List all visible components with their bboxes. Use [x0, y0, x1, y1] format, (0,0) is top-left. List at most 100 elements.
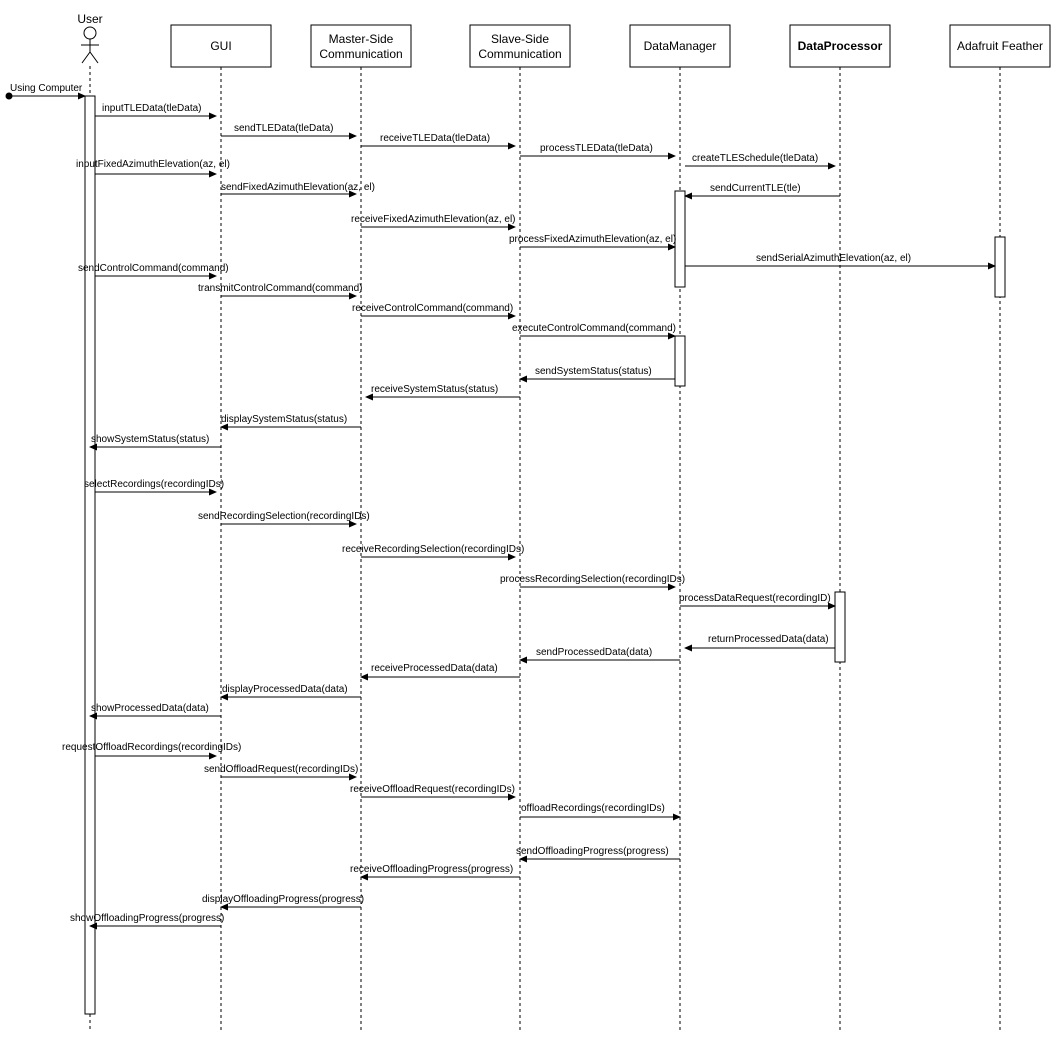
- message-22: sendRecordingSelection(recordingIDs): [198, 511, 370, 528]
- message-18: receiveSystemStatus(status): [365, 384, 520, 401]
- participant-label: Communication: [319, 47, 402, 61]
- message-label: receiveFixedAzimuthElevation(az, el): [351, 214, 516, 225]
- participant-dataprocessor: DataProcessor: [789, 24, 891, 68]
- message-3: sendTLEData(tleData): [221, 123, 357, 140]
- message-label: receiveOffloadingProgress(progress): [350, 864, 513, 875]
- message-11: processFixedAzimuthElevation(az, el): [509, 234, 676, 251]
- message-5: processTLEData(tleData): [520, 143, 676, 160]
- activation-bar-datamanager: [674, 190, 686, 288]
- message-label: sendControlCommand(command): [78, 263, 229, 274]
- message-label: displaySystemStatus(status): [221, 414, 347, 425]
- message-label: inputTLEData(tleData): [102, 103, 202, 114]
- message-4: receiveTLEData(tleData): [361, 133, 516, 150]
- message-label: createTLESchedule(tleData): [692, 153, 818, 164]
- message-34: offloadRecordings(recordingIDs): [520, 803, 681, 821]
- message-label: sendOffloadRequest(recordingIDs): [204, 764, 358, 775]
- message-label: receiveTLEData(tleData): [380, 133, 490, 144]
- participant-label: GUI: [210, 39, 231, 53]
- message-label: sendOffloadingProgress(progress): [516, 846, 669, 857]
- participant-gui: GUI: [170, 24, 272, 68]
- messages: Using Computer inputTLEData(tleData) sendT…: [9, 83, 996, 930]
- message-label: receiveProcessedData(data): [371, 663, 498, 674]
- participant-label: Slave-Side: [491, 32, 549, 46]
- message-29: displayProcessedData(data): [220, 684, 361, 701]
- message-24: processRecordingSelection(recordingIDs): [500, 574, 685, 591]
- message-16: executeControlCommand(command): [512, 323, 676, 340]
- participant-feather: Adafruit Feather: [949, 24, 1051, 68]
- message-21: selectRecordings(recordingIDs): [84, 479, 224, 496]
- message-19: displaySystemStatus(status): [220, 414, 361, 431]
- message-label: displayOffloadingProgress(progress): [202, 894, 364, 905]
- participant-label: DataProcessor: [798, 39, 883, 53]
- message-label: sendSystemStatus(status): [535, 366, 652, 377]
- message-label: showOffloadingProgress(progress): [70, 913, 224, 924]
- message-7: inputFixedAzimuthElevation(az, el): [76, 159, 230, 178]
- message-label: processFixedAzimuthElevation(az, el): [509, 234, 676, 245]
- message-26: returnProcessedData(data): [684, 634, 835, 652]
- message-label: executeControlCommand(command): [512, 323, 676, 334]
- activation-bar-feather: [994, 236, 1006, 298]
- message-label: showSystemStatus(status): [91, 434, 209, 445]
- message-35: sendOffloadingProgress(progress): [516, 846, 680, 863]
- message-27: sendProcessedData(data): [519, 647, 680, 664]
- activation-bar-datamanager: [674, 335, 686, 387]
- message-6: createTLESchedule(tleData): [685, 153, 836, 170]
- message-label: transmitControlCommand(command): [198, 283, 363, 294]
- message-label: displayProcessedData(data): [222, 684, 348, 695]
- participant-label: Adafruit Feather: [957, 39, 1043, 53]
- message-label: selectRecordings(recordingIDs): [84, 479, 224, 490]
- message-28: receiveProcessedData(data): [360, 663, 520, 681]
- participant-label: DataManager: [644, 39, 717, 53]
- message-label: showProcessedData(data): [91, 703, 209, 714]
- actor-label-user: User: [77, 12, 102, 26]
- message-30: showProcessedData(data): [89, 703, 221, 720]
- message-12: sendSerialAzimuthElevation(az, el): [685, 253, 996, 270]
- message-label: receiveRecordingSelection(recordingIDs): [342, 544, 524, 555]
- message-label: sendFixedAzimuthElevation(az, el): [221, 182, 375, 193]
- message-label: sendSerialAzimuthElevation(az, el): [756, 253, 911, 264]
- message-label: inputFixedAzimuthElevation(az, el): [76, 159, 230, 170]
- message-label: requestOffloadRecordings(recordingIDs): [62, 742, 241, 753]
- message-15: receiveControlCommand(command): [352, 303, 516, 320]
- message-label: offloadRecordings(recordingIDs): [521, 803, 665, 814]
- message-label: receiveSystemStatus(status): [371, 384, 498, 395]
- message-label: sendRecordingSelection(recordingIDs): [198, 511, 370, 522]
- message-label: sendTLEData(tleData): [234, 123, 334, 134]
- participant-master: Master-Side Communication: [310, 24, 412, 68]
- message-2: inputTLEData(tleData): [95, 103, 217, 120]
- participant-label: Communication: [478, 47, 561, 61]
- message-38: showOffloadingProgress(progress): [70, 913, 224, 930]
- message-label: processDataRequest(recordingID): [679, 593, 831, 604]
- message-label: Using Computer: [10, 83, 83, 94]
- message-25: processDataRequest(recordingID): [679, 593, 836, 610]
- message-9: sendCurrentTLE(tle): [684, 183, 840, 200]
- user-actor-icon: [81, 26, 99, 64]
- message-8: sendFixedAzimuthElevation(az, el): [221, 182, 375, 198]
- participant-label: Master-Side: [329, 32, 394, 46]
- message-label: returnProcessedData(data): [708, 634, 829, 645]
- message-37: displayOffloadingProgress(progress): [202, 894, 364, 911]
- message-33: receiveOffloadRequest(recordingIDs): [350, 784, 516, 801]
- message-10: receiveFixedAzimuthElevation(az, el): [351, 214, 516, 231]
- activations: [84, 95, 1006, 1015]
- message-label: processRecordingSelection(recordingIDs): [500, 574, 685, 585]
- participant-datamanager: DataManager: [629, 24, 731, 68]
- message-31: requestOffloadRecordings(recordingIDs): [62, 742, 241, 760]
- participant-slave: Slave-Side Communication: [469, 24, 571, 68]
- message-20: showSystemStatus(status): [89, 434, 221, 451]
- activation-bar-dataprocessor: [834, 591, 846, 663]
- message-13: sendControlCommand(command): [78, 263, 229, 280]
- message-label: receiveControlCommand(command): [352, 303, 513, 314]
- message-17: sendSystemStatus(status): [519, 366, 675, 383]
- message-36: receiveOffloadingProgress(progress): [350, 864, 520, 881]
- message-label: receiveOffloadRequest(recordingIDs): [350, 784, 515, 795]
- activation-bar-user: [84, 95, 96, 1015]
- message-label: processTLEData(tleData): [540, 143, 653, 154]
- message-23: receiveRecordingSelection(recordingIDs): [342, 544, 524, 561]
- message-label: sendCurrentTLE(tle): [710, 183, 801, 194]
- message-1: Using Computer: [9, 83, 86, 100]
- message-14: transmitControlCommand(command): [198, 283, 363, 300]
- lifelines: [89, 66, 1001, 1030]
- message-32: sendOffloadRequest(recordingIDs): [204, 764, 358, 781]
